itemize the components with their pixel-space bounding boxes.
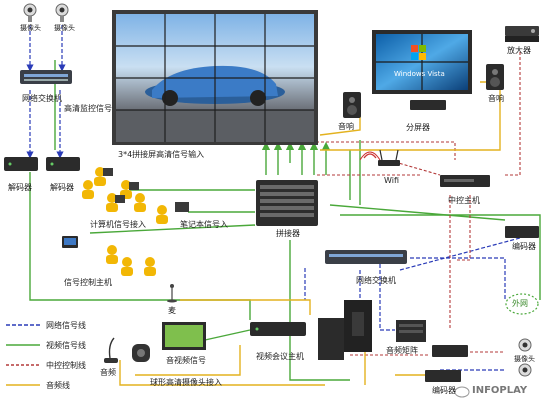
dome-camera-input-label: 球形高清摄像头接入 xyxy=(150,378,222,387)
windows-brand-label: Windows Vista xyxy=(394,70,445,78)
central-host-label: 中控主机 xyxy=(448,196,480,205)
camera-label: 摄像头 xyxy=(54,24,75,32)
dome-camera-icon xyxy=(132,344,150,362)
decoder-label: 解码器 xyxy=(8,183,32,192)
server-rack-icon xyxy=(318,300,372,360)
video-wall xyxy=(112,10,318,145)
microphone-icon xyxy=(167,284,177,303)
encoder-icon xyxy=(432,345,468,357)
video-wall-input-label: 3*4拼接屏高清信号输入 xyxy=(118,150,205,159)
extranet-label: 外网 xyxy=(512,299,528,308)
video-conference-host-icon xyxy=(250,322,306,336)
splitter-icon xyxy=(410,100,446,110)
camera-label: 摄像头 xyxy=(20,24,41,32)
computer-users-icon xyxy=(82,167,146,212)
speaker-label: 音响 xyxy=(488,94,504,103)
mic-label: 麦 xyxy=(168,306,176,315)
network-switch-icon xyxy=(20,70,72,84)
camera-icon xyxy=(518,338,532,352)
audio-label: 音频 xyxy=(100,368,116,377)
video-lines xyxy=(29,60,541,381)
legend-control-label: 中控控制线 xyxy=(46,360,86,370)
amplifier-icon xyxy=(505,26,539,42)
speaker-icon xyxy=(486,64,504,90)
decoder-icon xyxy=(46,157,80,171)
watermark-icon xyxy=(454,386,470,398)
decoder-icon xyxy=(4,157,38,171)
camera-label: 摄像头 xyxy=(514,355,535,363)
legend-network-label: 网络信号线 xyxy=(46,320,86,330)
encoder-icon xyxy=(505,226,539,238)
legend: 网络信号线 视频信号线 中控控制线 音频线 xyxy=(6,320,86,390)
notebook-user-icon xyxy=(156,202,189,224)
encoder-label: 编码器 xyxy=(432,386,456,395)
encoder-label: 编码器 xyxy=(512,242,536,251)
legend-audio-label: 音频线 xyxy=(46,380,70,390)
hd-monitor-signal-label: 高清监控信号 xyxy=(64,104,112,113)
network-switch-icon xyxy=(325,250,407,264)
speaker-icon xyxy=(343,92,361,118)
splicer-icon xyxy=(256,180,318,226)
amplifier-label: 放大器 xyxy=(507,46,531,55)
speaker-label: 音响 xyxy=(338,122,354,131)
splicer-label: 拼接器 xyxy=(276,229,300,238)
camera-icon xyxy=(518,363,532,377)
audio-matrix-label: 音频矩阵 xyxy=(386,346,418,355)
notebook-input-label: 笔记本信号入 xyxy=(180,220,228,229)
wifi-router-icon xyxy=(359,149,400,166)
splitter-label: 分屏器 xyxy=(406,123,430,132)
camera-icon xyxy=(55,3,69,22)
decoder-label: 解码器 xyxy=(50,183,74,192)
tv-icon xyxy=(162,322,206,350)
wifi-label: Wifi xyxy=(384,176,399,185)
watermark-text: INFOPLAY xyxy=(472,385,528,396)
projection-screen xyxy=(372,30,472,94)
control-lines xyxy=(315,52,521,356)
network-switch-label: 网络交换机 xyxy=(22,94,62,103)
legend-video-label: 视频信号线 xyxy=(46,340,86,350)
computer-monitors-icon xyxy=(103,168,139,203)
network-switch-center-label: 网络交换机 xyxy=(356,276,396,285)
network-lines xyxy=(26,25,521,371)
encoder-icon xyxy=(425,370,461,382)
video-conf-host-label: 视频会议主机 xyxy=(256,352,304,361)
gooseneck-mic-icon xyxy=(104,337,118,363)
camera-icon xyxy=(23,3,37,22)
signal-control-host-label: 信号控制主机 xyxy=(64,278,112,287)
signal-control-users-icon xyxy=(62,236,156,276)
audio-matrix-icon xyxy=(396,320,426,342)
computer-input-label: 计算机信号接入 xyxy=(90,220,146,229)
central-control-host-icon xyxy=(440,175,490,187)
extranet-cloud-icon xyxy=(505,293,539,315)
video-signal-label: 音视频信号 xyxy=(166,356,206,365)
